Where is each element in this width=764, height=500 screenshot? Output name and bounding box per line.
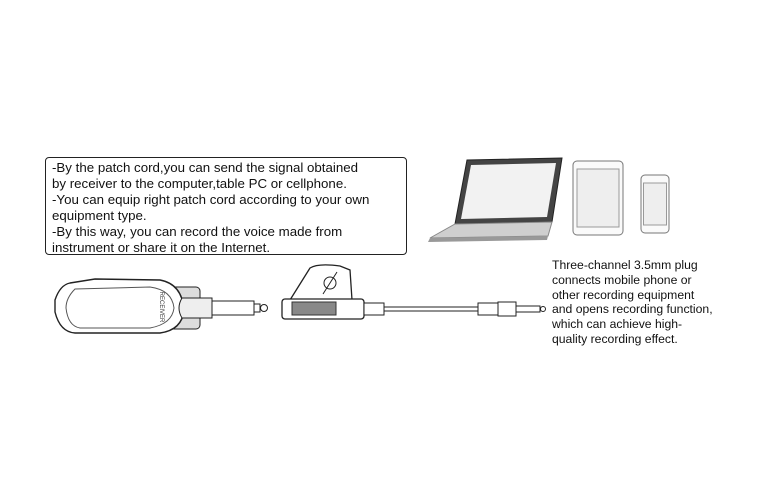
caption-line: Three-channel 3.5mm plug <box>552 258 698 272</box>
info-text-box: -By the patch cord,you can send the sign… <box>45 157 407 255</box>
info-line: equipment type. <box>52 208 147 223</box>
info-line: by receiver to the computer,table PC or … <box>52 176 347 191</box>
phone-icon <box>640 174 670 234</box>
receiver-label: RECEIVER <box>158 292 164 323</box>
info-line: -You can equip right patch cord accordin… <box>52 192 370 207</box>
laptop-icon <box>428 157 563 242</box>
caption-line: quality recording effect. <box>552 331 678 346</box>
receiver-device: RECEIVER <box>54 278 268 334</box>
caption-line: other recording equipment <box>552 287 695 302</box>
info-line: instrument or share it on the Internet. <box>52 240 271 255</box>
tablet-icon <box>572 160 624 236</box>
caption-line: and opens recording function, <box>552 302 713 317</box>
patch-cord <box>281 264 546 320</box>
plug-caption: Three-channel 3.5mm plug connects mobile… <box>552 258 752 347</box>
info-line: -By the patch cord,you can send the sign… <box>52 160 359 175</box>
info-line: -By this way, you can record the voice m… <box>52 224 343 239</box>
caption-line: which can achieve high- <box>552 317 683 332</box>
caption-line: connects mobile phone or <box>552 272 692 287</box>
